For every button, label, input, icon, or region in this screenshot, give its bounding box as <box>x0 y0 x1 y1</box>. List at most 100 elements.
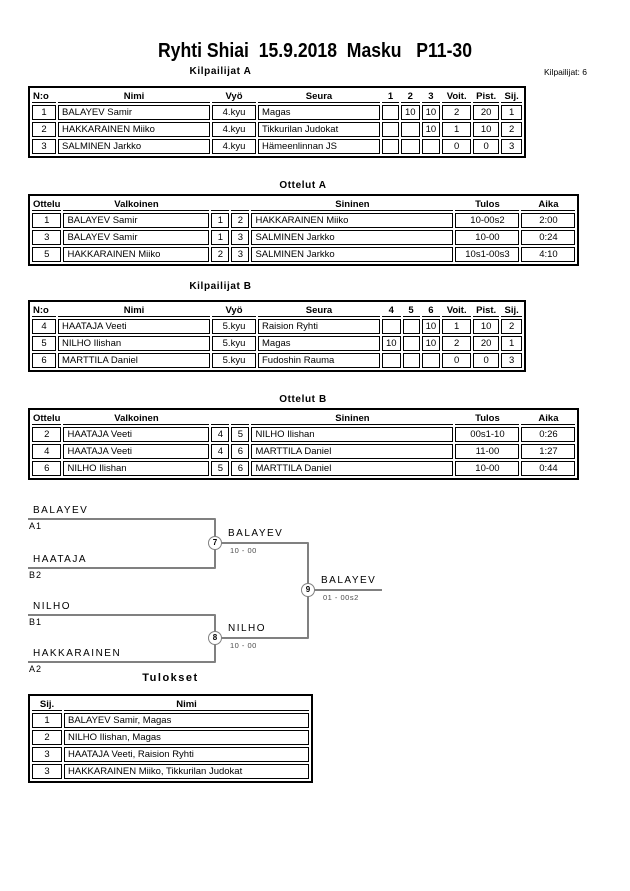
table-cell: 5 <box>32 247 62 262</box>
column-header: Vyö <box>212 304 256 317</box>
table-cell: 3 <box>32 230 62 245</box>
table-cell: MARTTILA Daniel <box>251 444 454 459</box>
column-header: Seura <box>258 304 380 317</box>
column-header: Aika <box>521 198 576 211</box>
table-cell: BALAYEV Samir <box>63 230 210 245</box>
table-cell <box>382 122 399 137</box>
column-header: 2 <box>401 90 420 103</box>
bracket-slot-name: BALAYEV <box>33 505 89 516</box>
table-cell: 5.kyu <box>212 353 256 368</box>
match-number-badge: 7 <box>208 536 222 550</box>
table-cell: 4 <box>211 444 230 459</box>
table-cell: 4 <box>211 427 230 442</box>
table-cell: 2:00 <box>521 213 576 228</box>
table-cell <box>382 139 399 154</box>
table-cell: 2 <box>231 213 250 228</box>
bracket-match-score: 01 - 00s2 <box>323 593 359 602</box>
table-cell: 1 <box>442 319 472 334</box>
table-cell: 1 <box>211 230 230 245</box>
table-cell: NILHO Ilishan <box>58 336 210 351</box>
match-number-badge: 9 <box>301 583 315 597</box>
table-cell: SALMINEN Jarkko <box>58 139 210 154</box>
table-cell: 6 <box>231 444 250 459</box>
column-header: Tulos <box>455 198 520 211</box>
bracket-slot-seed: B1 <box>29 617 43 627</box>
column-header: Vyö <box>212 90 256 103</box>
bracket-slot-name: HAKKARAINEN <box>33 648 122 659</box>
column-header: Sij. <box>501 304 523 317</box>
table-cell: SALMINEN Jarkko <box>251 230 454 245</box>
table-cell: BALAYEV Samir <box>58 105 210 120</box>
table-cell: HAATAJA Veeti <box>63 444 210 459</box>
table-cell: 1 <box>211 213 230 228</box>
table-cell: 0 <box>442 353 472 368</box>
column-header: Sininen <box>251 198 454 211</box>
table-cell: 4 <box>32 444 62 459</box>
column-header: N:o <box>32 90 56 103</box>
table-cell <box>402 319 420 334</box>
table-cell: MARTTILA Daniel <box>251 461 454 476</box>
table-cell: HAATAJA Veeti <box>63 427 210 442</box>
table-cell: Fudoshin Rauma <box>258 353 380 368</box>
table-cell: HAKKARAINEN Miiko <box>58 122 210 137</box>
match-number-badge: 8 <box>208 631 222 645</box>
bracket-winner-name: BALAYEV <box>321 575 377 586</box>
table-cell: Magas <box>258 336 380 351</box>
table-cell: BALAYEV Samir, Magas <box>64 713 309 728</box>
table-cell: Magas <box>258 105 380 120</box>
column-header <box>211 412 230 425</box>
bracket-slot-seed: A1 <box>29 521 43 531</box>
column-header: N:o <box>32 304 56 317</box>
column-header: Nimi <box>64 698 309 711</box>
column-header: 5 <box>402 304 420 317</box>
table-cell <box>401 139 420 154</box>
table-cell: 11-00 <box>455 444 520 459</box>
table-cell: HAKKARAINEN Miiko <box>63 247 210 262</box>
table-cell <box>382 105 399 120</box>
table-cell: MARTTILA Daniel <box>58 353 210 368</box>
table-cell: 1 <box>442 122 472 137</box>
column-header: 6 <box>421 304 441 317</box>
table-cell: 20 <box>473 105 500 120</box>
column-header: Tulos <box>455 412 520 425</box>
bracket-winner-7-line <box>215 542 309 590</box>
bracket-slot-name: NILHO <box>33 601 72 612</box>
bracket-winner-8-line <box>215 590 309 639</box>
table-cell: 2 <box>442 336 472 351</box>
table-cell: 0:24 <box>521 230 576 245</box>
table-cell: 00s1-10 <box>455 427 520 442</box>
table-cell: 2 <box>32 122 56 137</box>
bracket-winner-name: BALAYEV <box>228 528 284 539</box>
table-cell <box>401 122 420 137</box>
table-cell: 2 <box>211 247 230 262</box>
column-header <box>231 198 250 211</box>
table-cell: 6 <box>32 461 62 476</box>
table-cell: 5 <box>211 461 230 476</box>
table-cell: 1:27 <box>521 444 576 459</box>
table-cell: 2 <box>32 730 62 745</box>
table-cell <box>421 139 441 154</box>
table-cell: 4.kyu <box>212 139 256 154</box>
column-header: Sij. <box>32 698 62 711</box>
table-cell: 6 <box>32 353 56 368</box>
table-cell <box>402 353 420 368</box>
table-cell: 3 <box>501 353 523 368</box>
table-cell: SALMINEN Jarkko <box>251 247 454 262</box>
table-cell: HAKKARAINEN Miiko <box>251 213 454 228</box>
section-title-kilpailijat-a: Kilpailijat A <box>189 66 252 77</box>
table-cell: 2 <box>32 427 62 442</box>
